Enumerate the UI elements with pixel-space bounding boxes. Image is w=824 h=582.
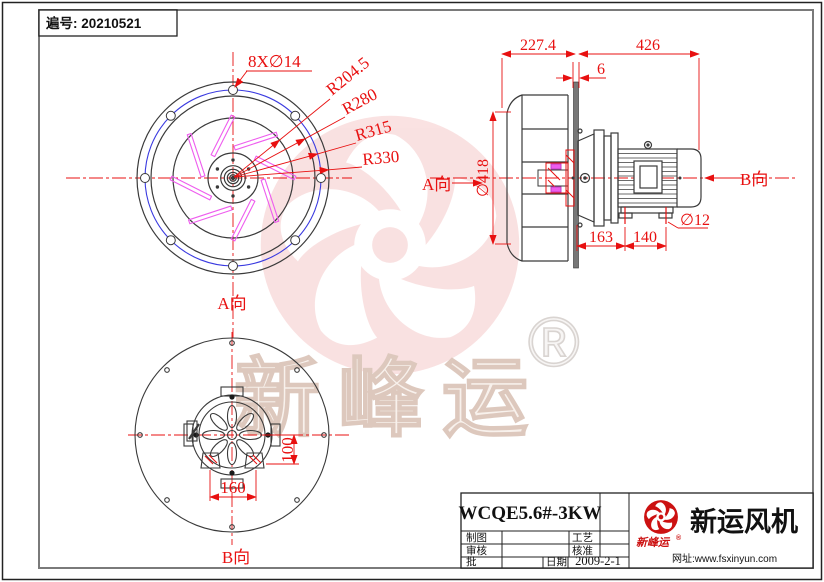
date-label: 日期 bbox=[546, 556, 567, 568]
impeller-ring-circle bbox=[150, 95, 316, 261]
dim-163-label: 163 bbox=[589, 229, 613, 246]
model-number: WCQE5.6#-3KW bbox=[458, 503, 601, 524]
dim-426-label: 426 bbox=[636, 37, 660, 54]
dim-160-label: 160 bbox=[220, 478, 246, 497]
serial-box: 遍号: 20210521 bbox=[38, 9, 178, 37]
eye-bolt-icon bbox=[643, 140, 653, 150]
dim-140-label: 140 bbox=[633, 229, 657, 246]
dim-418-label: ∅418 bbox=[475, 159, 492, 197]
ratify-label: 批 bbox=[466, 555, 477, 568]
brand-registered-mark: ® bbox=[676, 534, 682, 542]
bottom-view-direction-label: B向 bbox=[222, 548, 250, 567]
radius-label-r330: R330 bbox=[362, 147, 400, 169]
motor-feet bbox=[200, 452, 265, 469]
dim-12-label: ∅12 bbox=[680, 212, 710, 229]
side-view: 227.4 426 6 ∅418 A向 B向 163 140 ∅12 bbox=[422, 37, 798, 269]
dim-227-label: 227.4 bbox=[520, 37, 556, 54]
dim-6-label: 6 bbox=[597, 61, 605, 78]
bottom-dimensions bbox=[209, 434, 299, 501]
inlet-circle bbox=[172, 117, 294, 239]
approved-label: 核准 bbox=[572, 544, 593, 557]
front-view-direction-label: A向 bbox=[217, 294, 246, 313]
hole-callout-label: 8X∅14 bbox=[248, 52, 301, 71]
title-block: WCQE5.6#-3KW 制图 工艺 审核 核准 批 日期 2009-2-1 新… bbox=[458, 492, 814, 569]
backplate-holes bbox=[137, 340, 327, 530]
dim-100-label: 100 bbox=[278, 437, 297, 463]
hub bbox=[207, 152, 259, 204]
cover-clamp bbox=[186, 420, 198, 442]
side-dimensions bbox=[452, 50, 735, 251]
front-view: 8X∅14 R204.5 R280 R315 R330 A向 bbox=[66, 52, 400, 338]
inner-frame bbox=[38, 9, 814, 569]
drawn-by-label: 制图 bbox=[466, 531, 487, 544]
side-view-a-label: A向 bbox=[422, 175, 451, 194]
company-fan-logo-icon bbox=[644, 500, 678, 534]
watermark-registered-mark: ® bbox=[528, 303, 580, 381]
title-block-grid bbox=[461, 493, 630, 568]
motor-base bbox=[620, 206, 674, 214]
date-value: 2009-2-1 bbox=[575, 554, 621, 568]
checked-by-label: 审核 bbox=[466, 544, 487, 557]
website-url: 网址:www.fsxinyun.com bbox=[672, 552, 777, 565]
motor bbox=[571, 140, 702, 224]
brand-name: 新峰运 bbox=[636, 536, 671, 549]
motor-bracket bbox=[577, 128, 619, 228]
bolt-holes bbox=[140, 85, 326, 271]
bottom-view: 160 100 B向 bbox=[128, 332, 350, 567]
process-label: 工艺 bbox=[572, 532, 593, 544]
serial-number-label: 遍号: 20210521 bbox=[45, 15, 142, 31]
side-view-b-label: B向 bbox=[740, 170, 768, 189]
watermark: 新峰运 ® bbox=[233, 116, 580, 448]
impeller-outer-circle bbox=[136, 81, 330, 275]
radius-leaders bbox=[233, 70, 363, 178]
watermark-brand-text: 新峰运 bbox=[234, 351, 546, 447]
motor-end-cap bbox=[677, 148, 702, 208]
company-name: 新运风机 bbox=[690, 506, 798, 537]
backplate-circle bbox=[134, 337, 330, 533]
